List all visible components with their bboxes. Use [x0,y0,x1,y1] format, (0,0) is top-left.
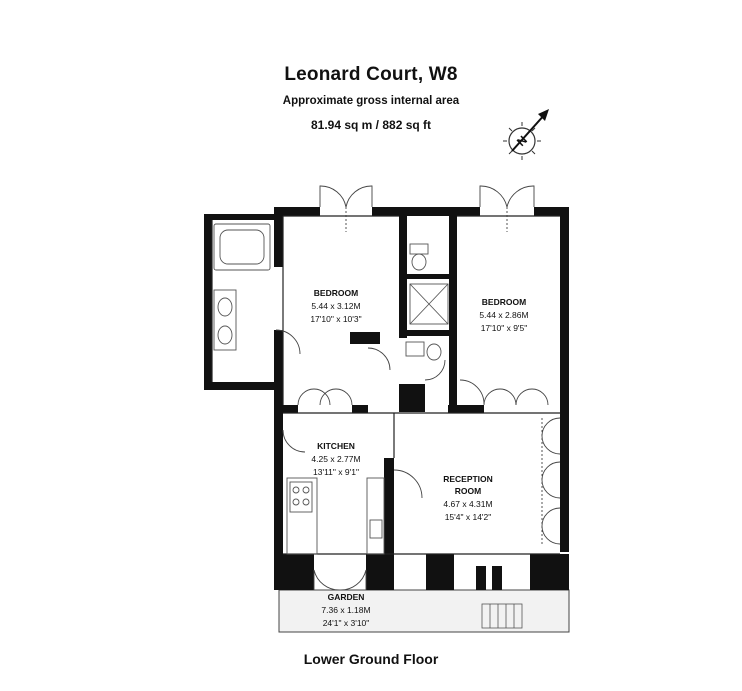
garden-steps [481,603,523,629]
wardrobes [297,388,561,545]
fixtures [213,223,449,555]
area-caption: Approximate gross internal area [282,95,460,107]
room-size-imperial: 13'11" x 9'1" [313,467,359,477]
room-name: RECEPTION [443,474,493,484]
doors [275,185,535,591]
room-name: BEDROOM [314,288,358,298]
room-name-line-2: ROOM [455,486,481,496]
room-size-imperial: 15'4" x 14'2" [445,512,492,522]
room-size-imperial: 17'10" x 10'3" [310,314,361,324]
room-label-garden: GARDEN 7.36 x 1.18M 24'1" x 3'10" [321,592,370,628]
room-size-metric: 5.44 x 2.86M [479,310,528,320]
room-size-metric: 4.25 x 2.77M [311,454,360,464]
room-size-metric: 4.67 x 4.31M [443,499,492,509]
area-value: 81.94 sq m / 882 sq ft [310,118,432,132]
room-name: BEDROOM [482,297,526,307]
room-size-metric: 7.36 x 1.18M [321,605,370,615]
compass-icon: N [503,109,549,160]
room-size-metric: 5.44 x 3.12M [311,301,360,311]
room-name: GARDEN [328,592,365,602]
room-label-kitchen: KITCHEN 4.25 x 2.77M 13'11" x 9'1" [311,441,360,477]
page-title: Leonard Court, W8 [284,64,458,85]
walls [204,207,569,590]
room-size-imperial: 17'10" x 9'5" [481,323,528,333]
room-size-imperial: 24'1" x 3'10" [323,618,370,628]
room-label-reception: RECEPTION ROOM 4.67 x 4.31M 15'4" x 14'2… [443,474,493,522]
wall-outlines [211,215,560,555]
garden-area [278,589,570,633]
room-name: KITCHEN [317,441,355,451]
room-label-bedroom-1: BEDROOM 5.44 x 3.12M 17'10" x 10'3" [310,288,361,324]
room-label-bedroom-2: BEDROOM 5.44 x 2.86M 17'10" x 9'5" [479,297,528,333]
floor-label: Lower Ground Floor [303,651,439,667]
